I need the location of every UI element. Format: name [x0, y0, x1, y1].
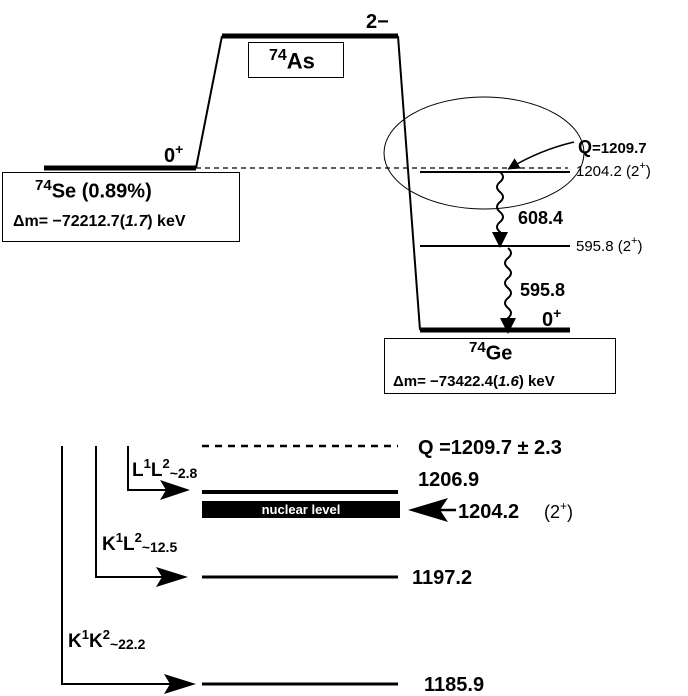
- ge74-symbol: Ge: [485, 342, 513, 365]
- ll-capture-arrowhead: [160, 480, 190, 500]
- as-to-ge-line: [397, 35, 421, 331]
- bottom-level-1204-spin: (2+): [544, 499, 573, 522]
- level-1204-label: 1204.2 (2+): [576, 160, 651, 180]
- kk-capture-bracket: [61, 446, 178, 685]
- bottom-level-1185-label: 1185.9: [424, 674, 484, 696]
- ge74-mass-number: 74: [469, 339, 486, 356]
- level-595-label: 595.8 (2+): [576, 235, 642, 255]
- ll-capture-label: L1L2~2.8: [132, 456, 198, 481]
- se-to-as-line: [195, 35, 223, 169]
- q-value-label: Q=1209.7: [578, 137, 647, 157]
- se74-nuclide-box: 74Se (0.89%) Δm= −72212.7(1.7) keV: [2, 172, 240, 242]
- gamma-595-label: 595.8: [520, 280, 565, 300]
- gamma-608-wavy-arrow: [492, 171, 508, 248]
- ll-capture-bracket: [127, 446, 178, 491]
- ge74-mass-excess: Δm= −73422.4(1.6) keV: [393, 373, 555, 390]
- kk-capture-label: K1K2~22.2: [68, 627, 146, 652]
- gamma-608-label: 608.4: [518, 208, 563, 228]
- bottom-level-1197-label: 1197.2: [412, 567, 472, 589]
- bottom-level-1204-label: 1204.2: [458, 501, 519, 523]
- as74-spin-label: 2−: [366, 11, 389, 33]
- kk-capture-arrowhead: [164, 674, 196, 694]
- as74-nuclide-box: 74As: [248, 42, 344, 78]
- as74-symbol: As: [286, 48, 315, 74]
- q-arrow: [507, 141, 575, 170]
- q-region-highlight-ellipse: [383, 96, 585, 210]
- nuclear-level-bar: [202, 501, 400, 518]
- kl-capture-arrowhead: [156, 567, 188, 587]
- nuclear-level-pointer-arrowhead: [408, 498, 448, 522]
- se74-mass-excess: Δm= −72212.7(1.7) keV: [13, 213, 186, 230]
- se74-mass-number: 74: [35, 177, 52, 194]
- gamma-595-wavy-arrow: [500, 247, 516, 334]
- bottom-level-1206-label: 1206.9: [418, 469, 479, 491]
- kl-capture-label: K1L2~12.5: [102, 530, 177, 555]
- bottom-q-label: Q =1209.7 ± 2.3: [418, 437, 562, 459]
- ge74-nuclide-box: 74Ge Δm= −73422.4(1.6) keV: [384, 338, 616, 394]
- kl-capture-bracket: [95, 446, 172, 578]
- nuclear-level-label: nuclear level: [262, 502, 341, 517]
- as74-mass-number: 74: [269, 47, 287, 64]
- ge74-spin-label: 0+: [542, 305, 561, 331]
- se74-abundance: (0.89%): [81, 180, 152, 203]
- se74-symbol: Se: [51, 180, 77, 203]
- se74-spin-label: 0+: [164, 141, 183, 167]
